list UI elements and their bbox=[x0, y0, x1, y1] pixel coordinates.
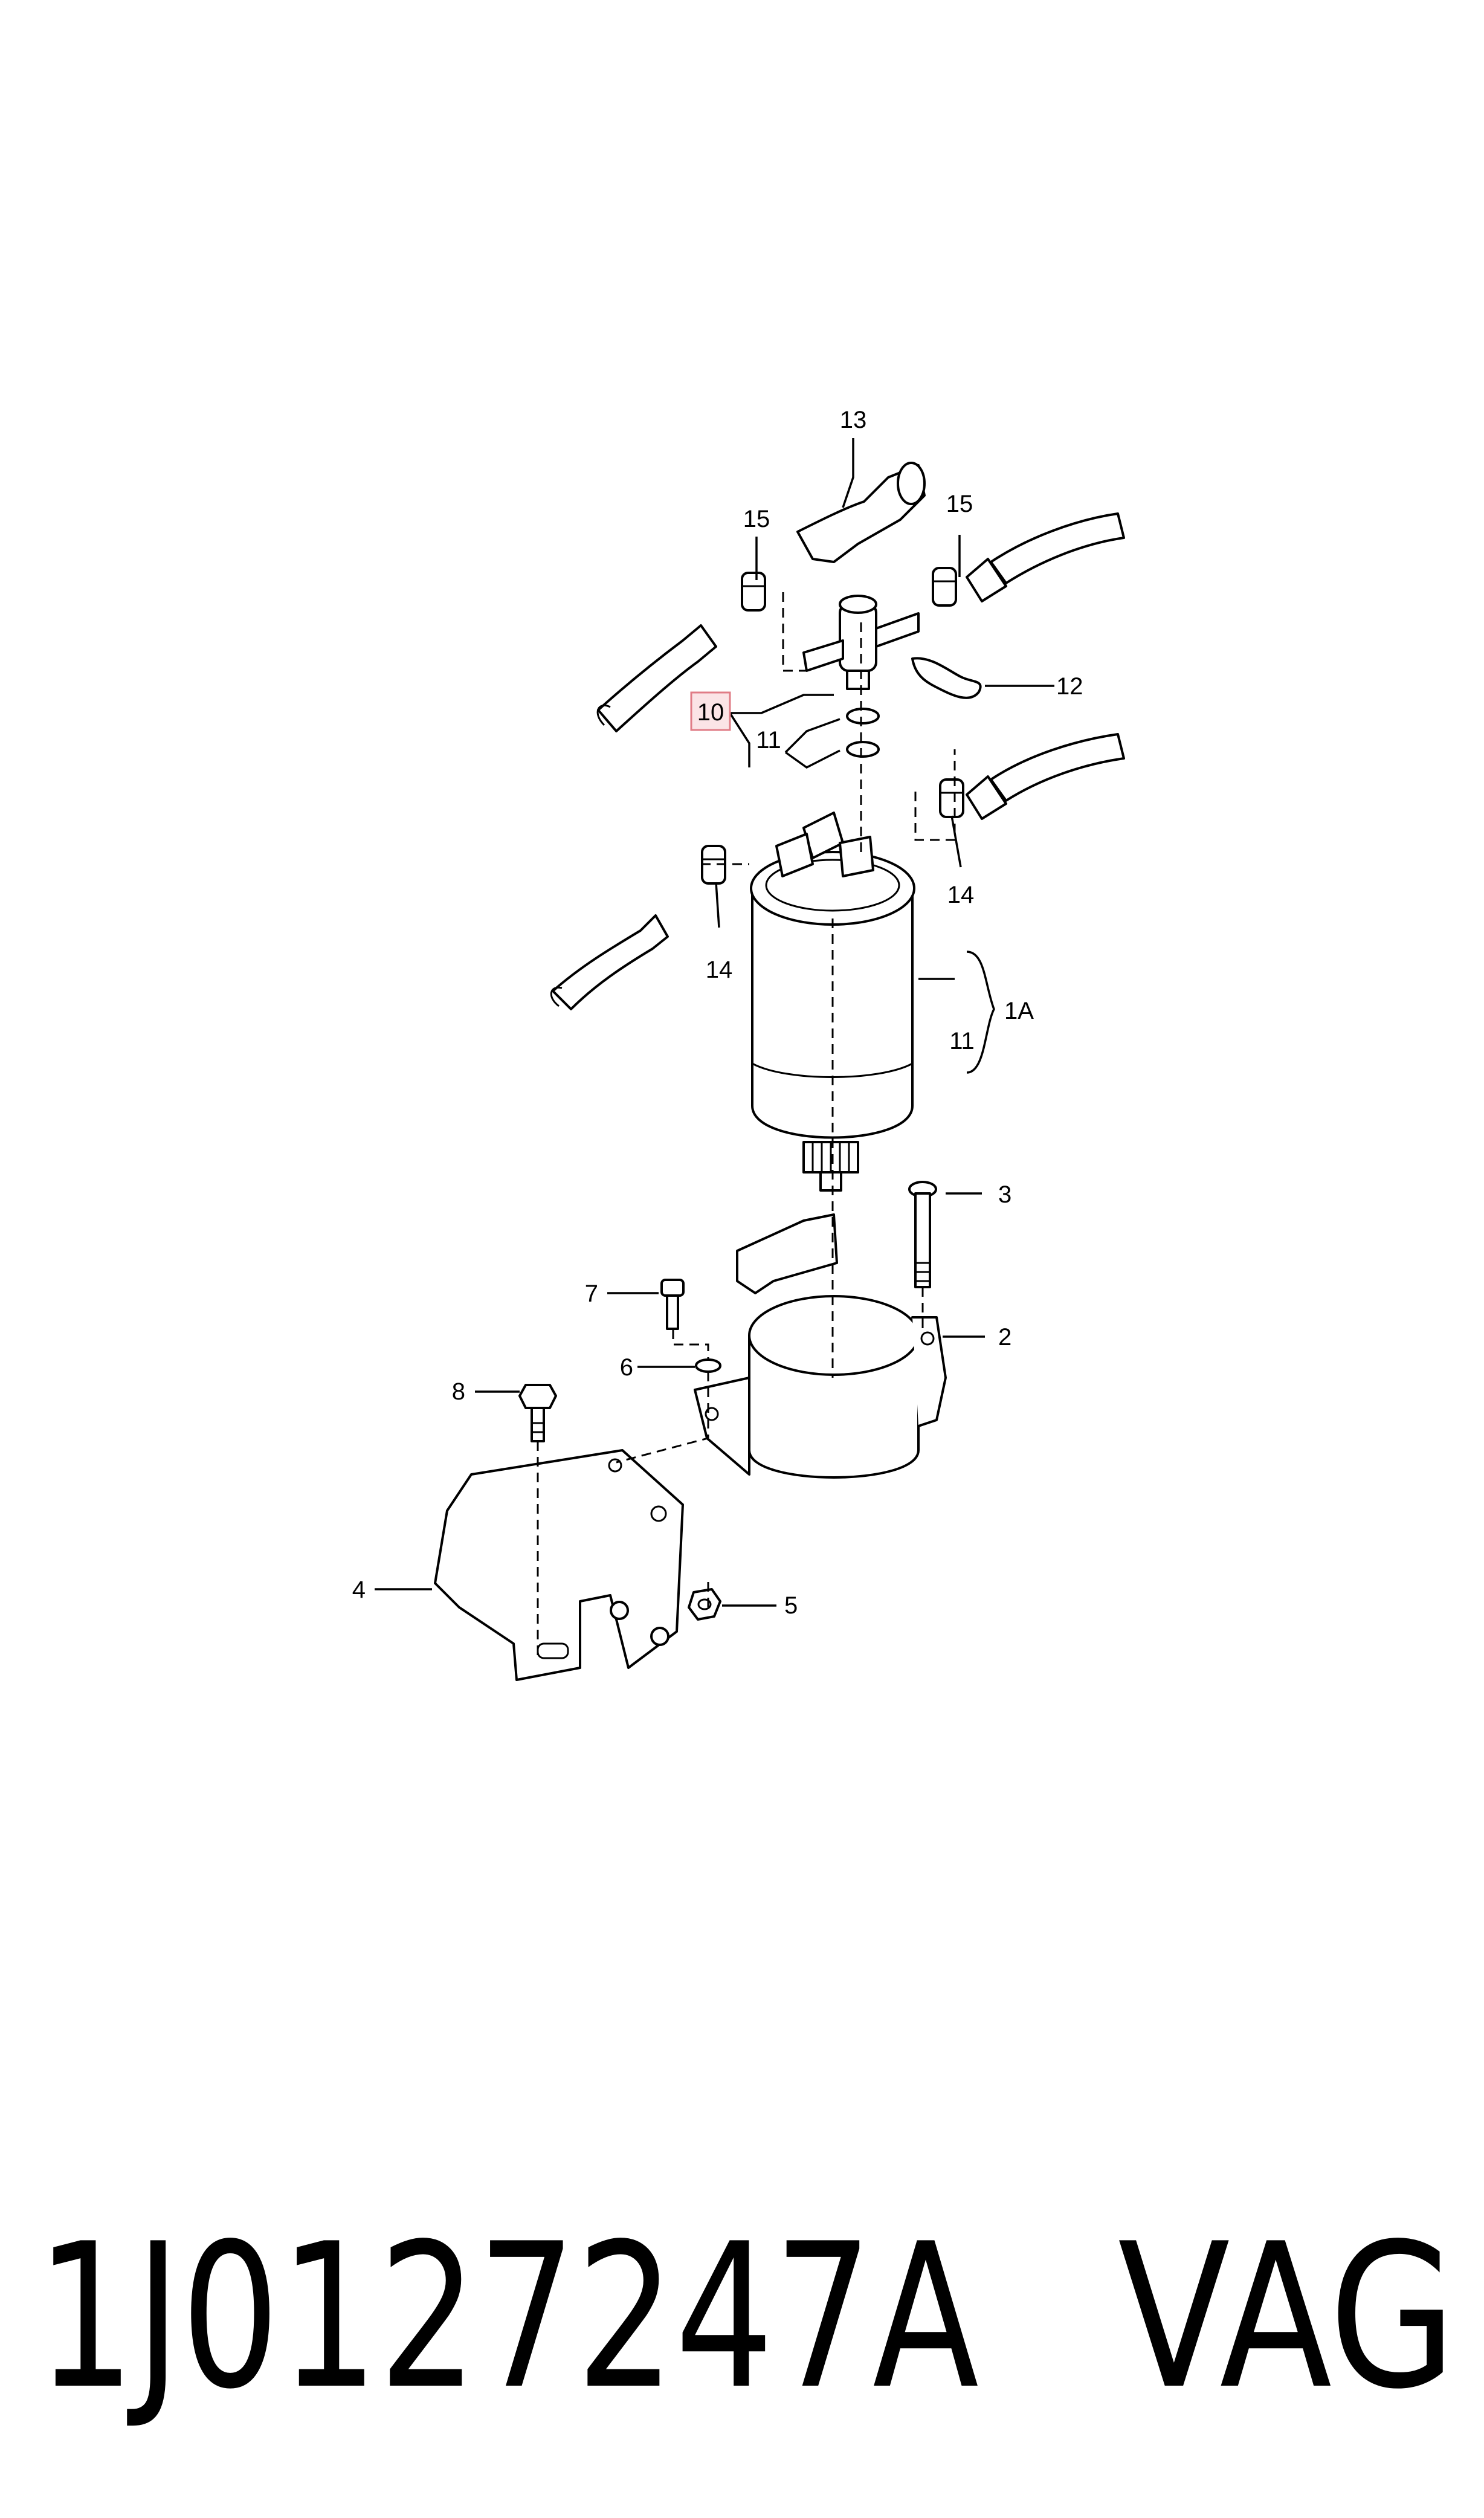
mounting-bracket-4 bbox=[434, 1449, 684, 1681]
callout-7: 7 bbox=[585, 1280, 598, 1307]
callout-5: 5 bbox=[784, 1592, 798, 1619]
filter-holder-bracket-2 bbox=[694, 1213, 947, 1479]
callout-14-left: 14 bbox=[706, 957, 733, 983]
callout-12: 12 bbox=[1056, 673, 1083, 700]
callout-14-right: 14 bbox=[947, 882, 975, 908]
valve-t-piece-10 bbox=[802, 595, 920, 690]
callout-2: 2 bbox=[998, 1324, 1011, 1351]
part-number: 1J0127247A bbox=[36, 2201, 979, 2433]
callout-8: 8 bbox=[452, 1378, 465, 1405]
union-fitting-13 bbox=[796, 462, 926, 563]
o-ring-11-upper bbox=[846, 708, 880, 725]
hose-clamp-15-right bbox=[932, 567, 957, 607]
leader-lines bbox=[375, 438, 1054, 1607]
bolt-3 bbox=[908, 1181, 937, 1288]
fuel-hose-upper-right bbox=[966, 512, 1125, 602]
washer-6 bbox=[695, 1358, 721, 1373]
screw-7 bbox=[660, 1279, 685, 1330]
retaining-clip-12 bbox=[911, 657, 982, 699]
callout-13: 13 bbox=[840, 407, 867, 433]
bolt-8 bbox=[518, 1384, 557, 1442]
brand-name: VAG bbox=[1118, 2201, 1456, 2433]
fuel-hose-upper-left bbox=[596, 624, 717, 732]
assembly-lines bbox=[537, 592, 956, 1656]
fuel-hose-lower-left bbox=[550, 914, 669, 1010]
callout-10-highlight bbox=[690, 691, 731, 731]
hose-clamp-14-right bbox=[939, 778, 964, 818]
callout-15-left: 15 bbox=[743, 506, 770, 532]
callout-15-right: 15 bbox=[946, 491, 973, 517]
hose-clamp-15-left bbox=[741, 572, 766, 612]
fuel-hose-lower-right bbox=[966, 733, 1125, 820]
nut-5 bbox=[688, 1588, 721, 1621]
callout-6: 6 bbox=[620, 1354, 633, 1381]
callout-11-side: 11 bbox=[949, 1028, 975, 1054]
callout-4: 4 bbox=[352, 1577, 366, 1603]
callout-1A: 1A bbox=[1004, 998, 1034, 1024]
callouts: 10 13 15 15 12 11 14 14 11 1A 3 2 7 6 8 … bbox=[352, 407, 1083, 1619]
o-ring-11-lower bbox=[846, 741, 880, 758]
callout-3: 3 bbox=[998, 1181, 1011, 1208]
callout-11-top: 11 bbox=[756, 727, 781, 754]
callout-10: 10 bbox=[697, 699, 724, 726]
